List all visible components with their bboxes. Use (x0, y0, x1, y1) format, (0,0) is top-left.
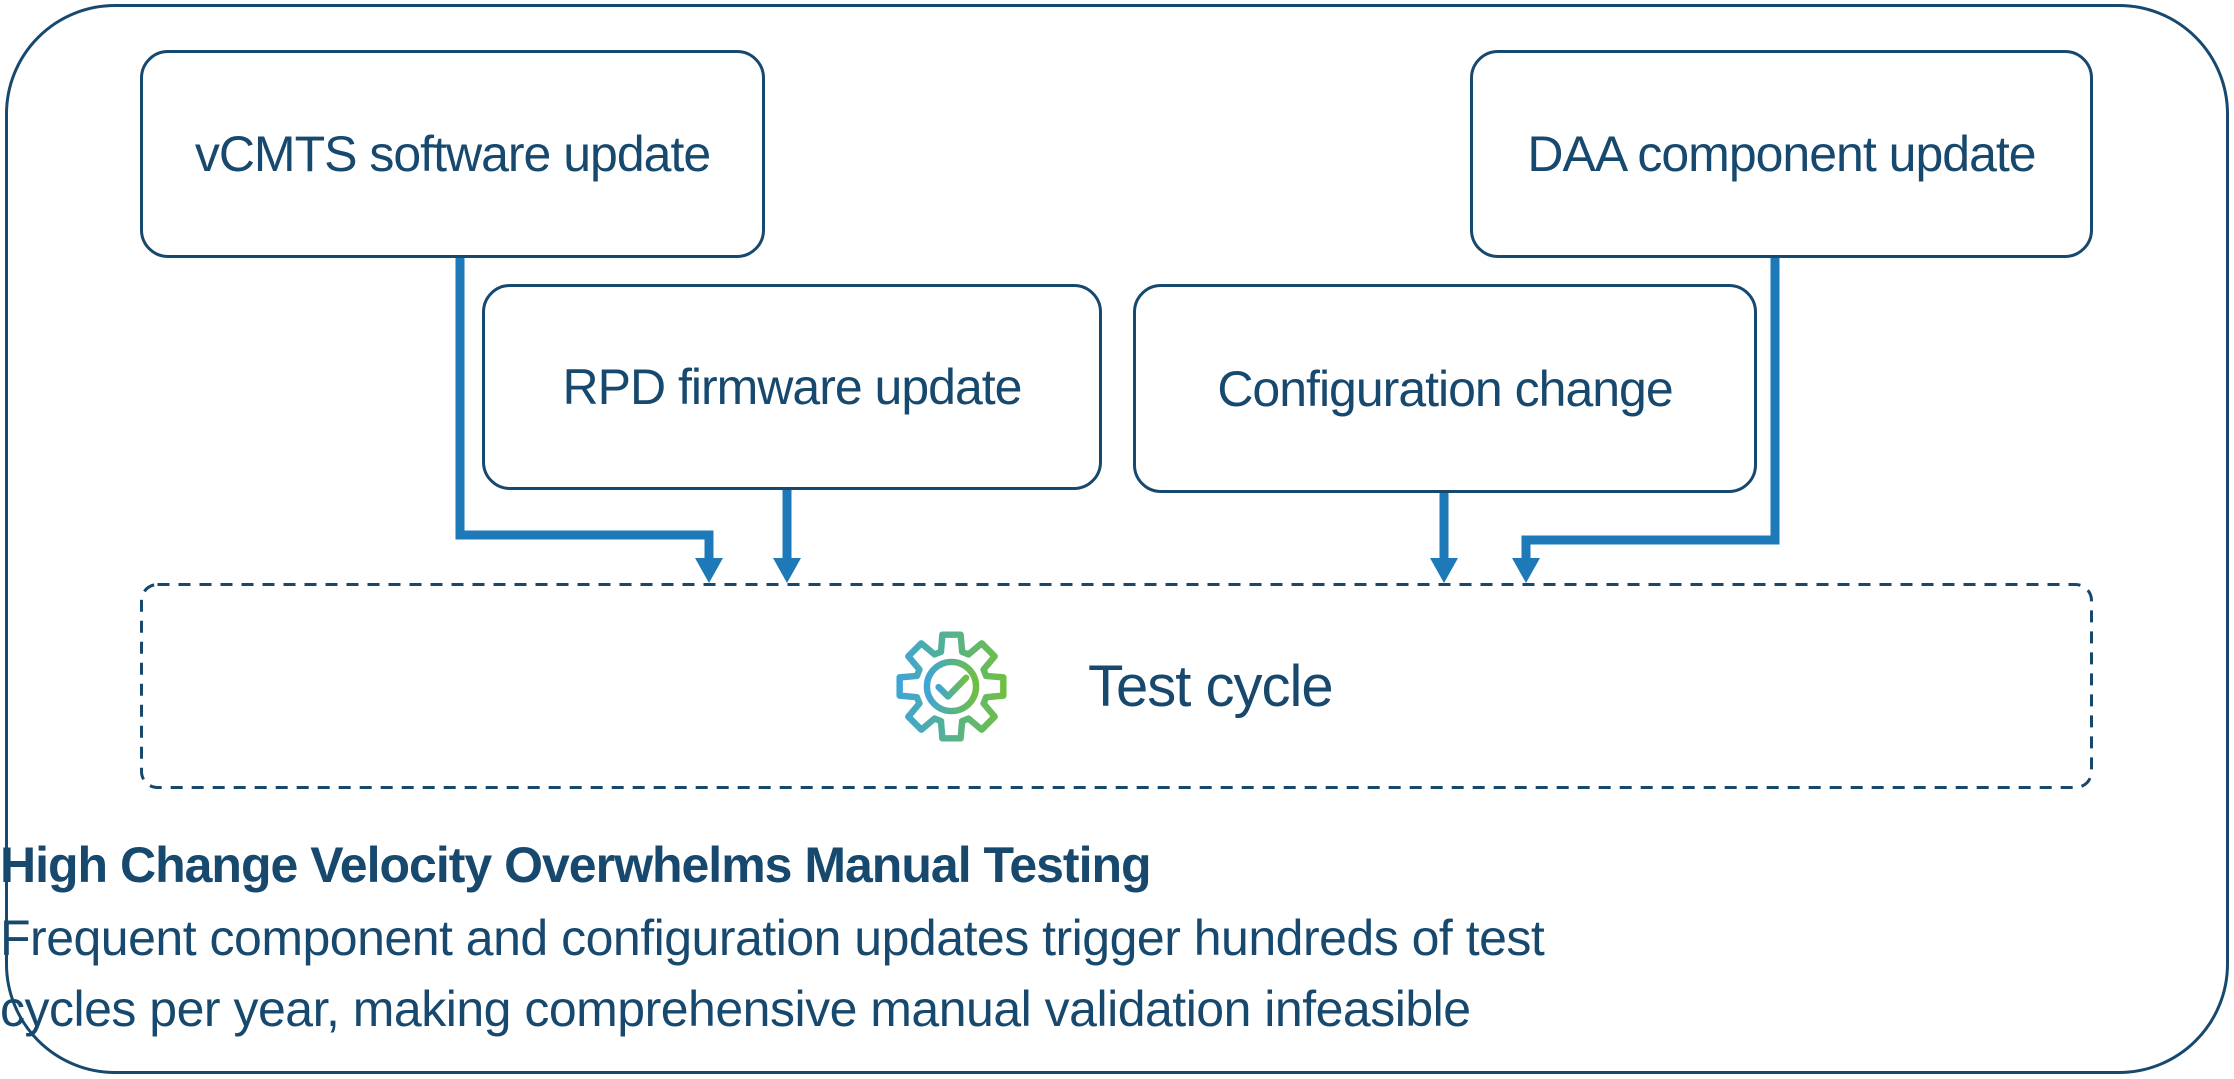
caption-body-line1: Frequent component and configuration upd… (0, 910, 1545, 966)
source-box-label: Configuration change (1217, 360, 1673, 417)
source-box-rpd: RPD firmware update (482, 284, 1102, 490)
source-box-label: RPD firmware update (562, 359, 1023, 415)
source-box-daa: DAA component update (1470, 50, 2093, 258)
caption-body-line2: cycles per year, making comprehensive ma… (0, 981, 1471, 1037)
test-cycle-label: Test cycle (1088, 654, 1334, 719)
caption-title: High Change Velocity Overwhelms Manual T… (0, 837, 1152, 893)
source-box-vcmts: vCMTS software update (140, 50, 765, 258)
source-box-config: Configuration change (1133, 284, 1757, 493)
caption-body: Frequent component and configuration upd… (0, 903, 2170, 1045)
test-cycle-box: Test cycle (893, 628, 1334, 745)
source-box-label: DAA component update (1527, 126, 2036, 182)
gear-check-icon (893, 628, 1010, 745)
source-box-label: vCMTS software update (194, 126, 711, 182)
